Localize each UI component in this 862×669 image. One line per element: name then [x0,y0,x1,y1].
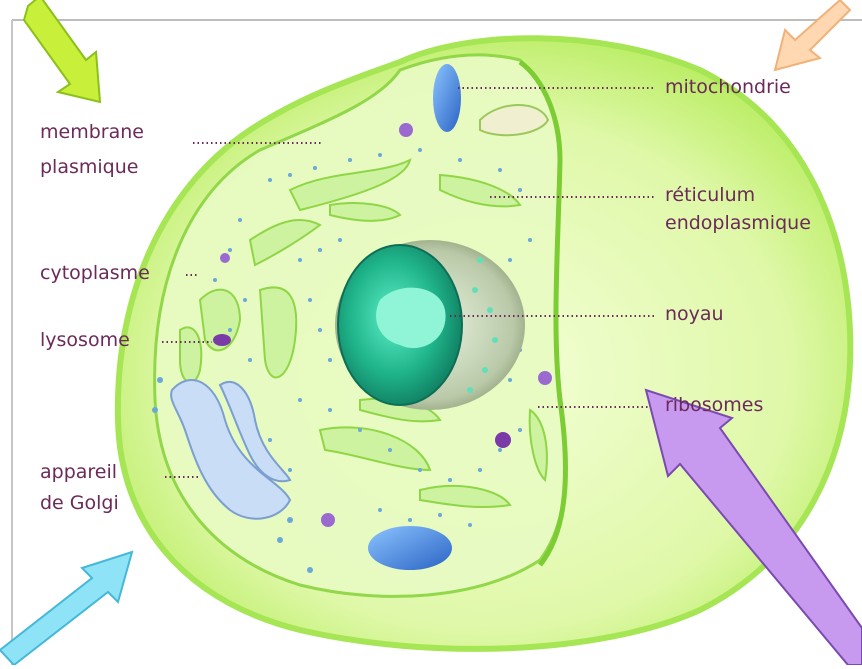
label-golgi-line1: appareil [40,461,117,484]
label-golgi-line2: de Golgi [40,492,119,515]
mitochondrion-top [433,64,461,132]
label-lysosome: lysosome [40,329,130,352]
label-mitochondrie: mitochondrie [665,76,791,99]
label-membrane-line2: plasmique [40,156,138,179]
cyan-arrow-icon [0,552,132,665]
green-arrow-icon [24,0,100,102]
label-noyau: noyau [665,303,724,326]
mitochondrion-bottom [368,526,452,570]
label-membrane-line1: membrane [40,121,144,144]
label-ribosomes: ribosomes [665,394,763,417]
label-reticulum-line1: réticulum [665,184,755,207]
label-reticulum-line2: endoplasmique [665,212,811,235]
peach-arrow-icon [775,0,850,70]
label-cytoplasme: cytoplasme [40,262,150,285]
